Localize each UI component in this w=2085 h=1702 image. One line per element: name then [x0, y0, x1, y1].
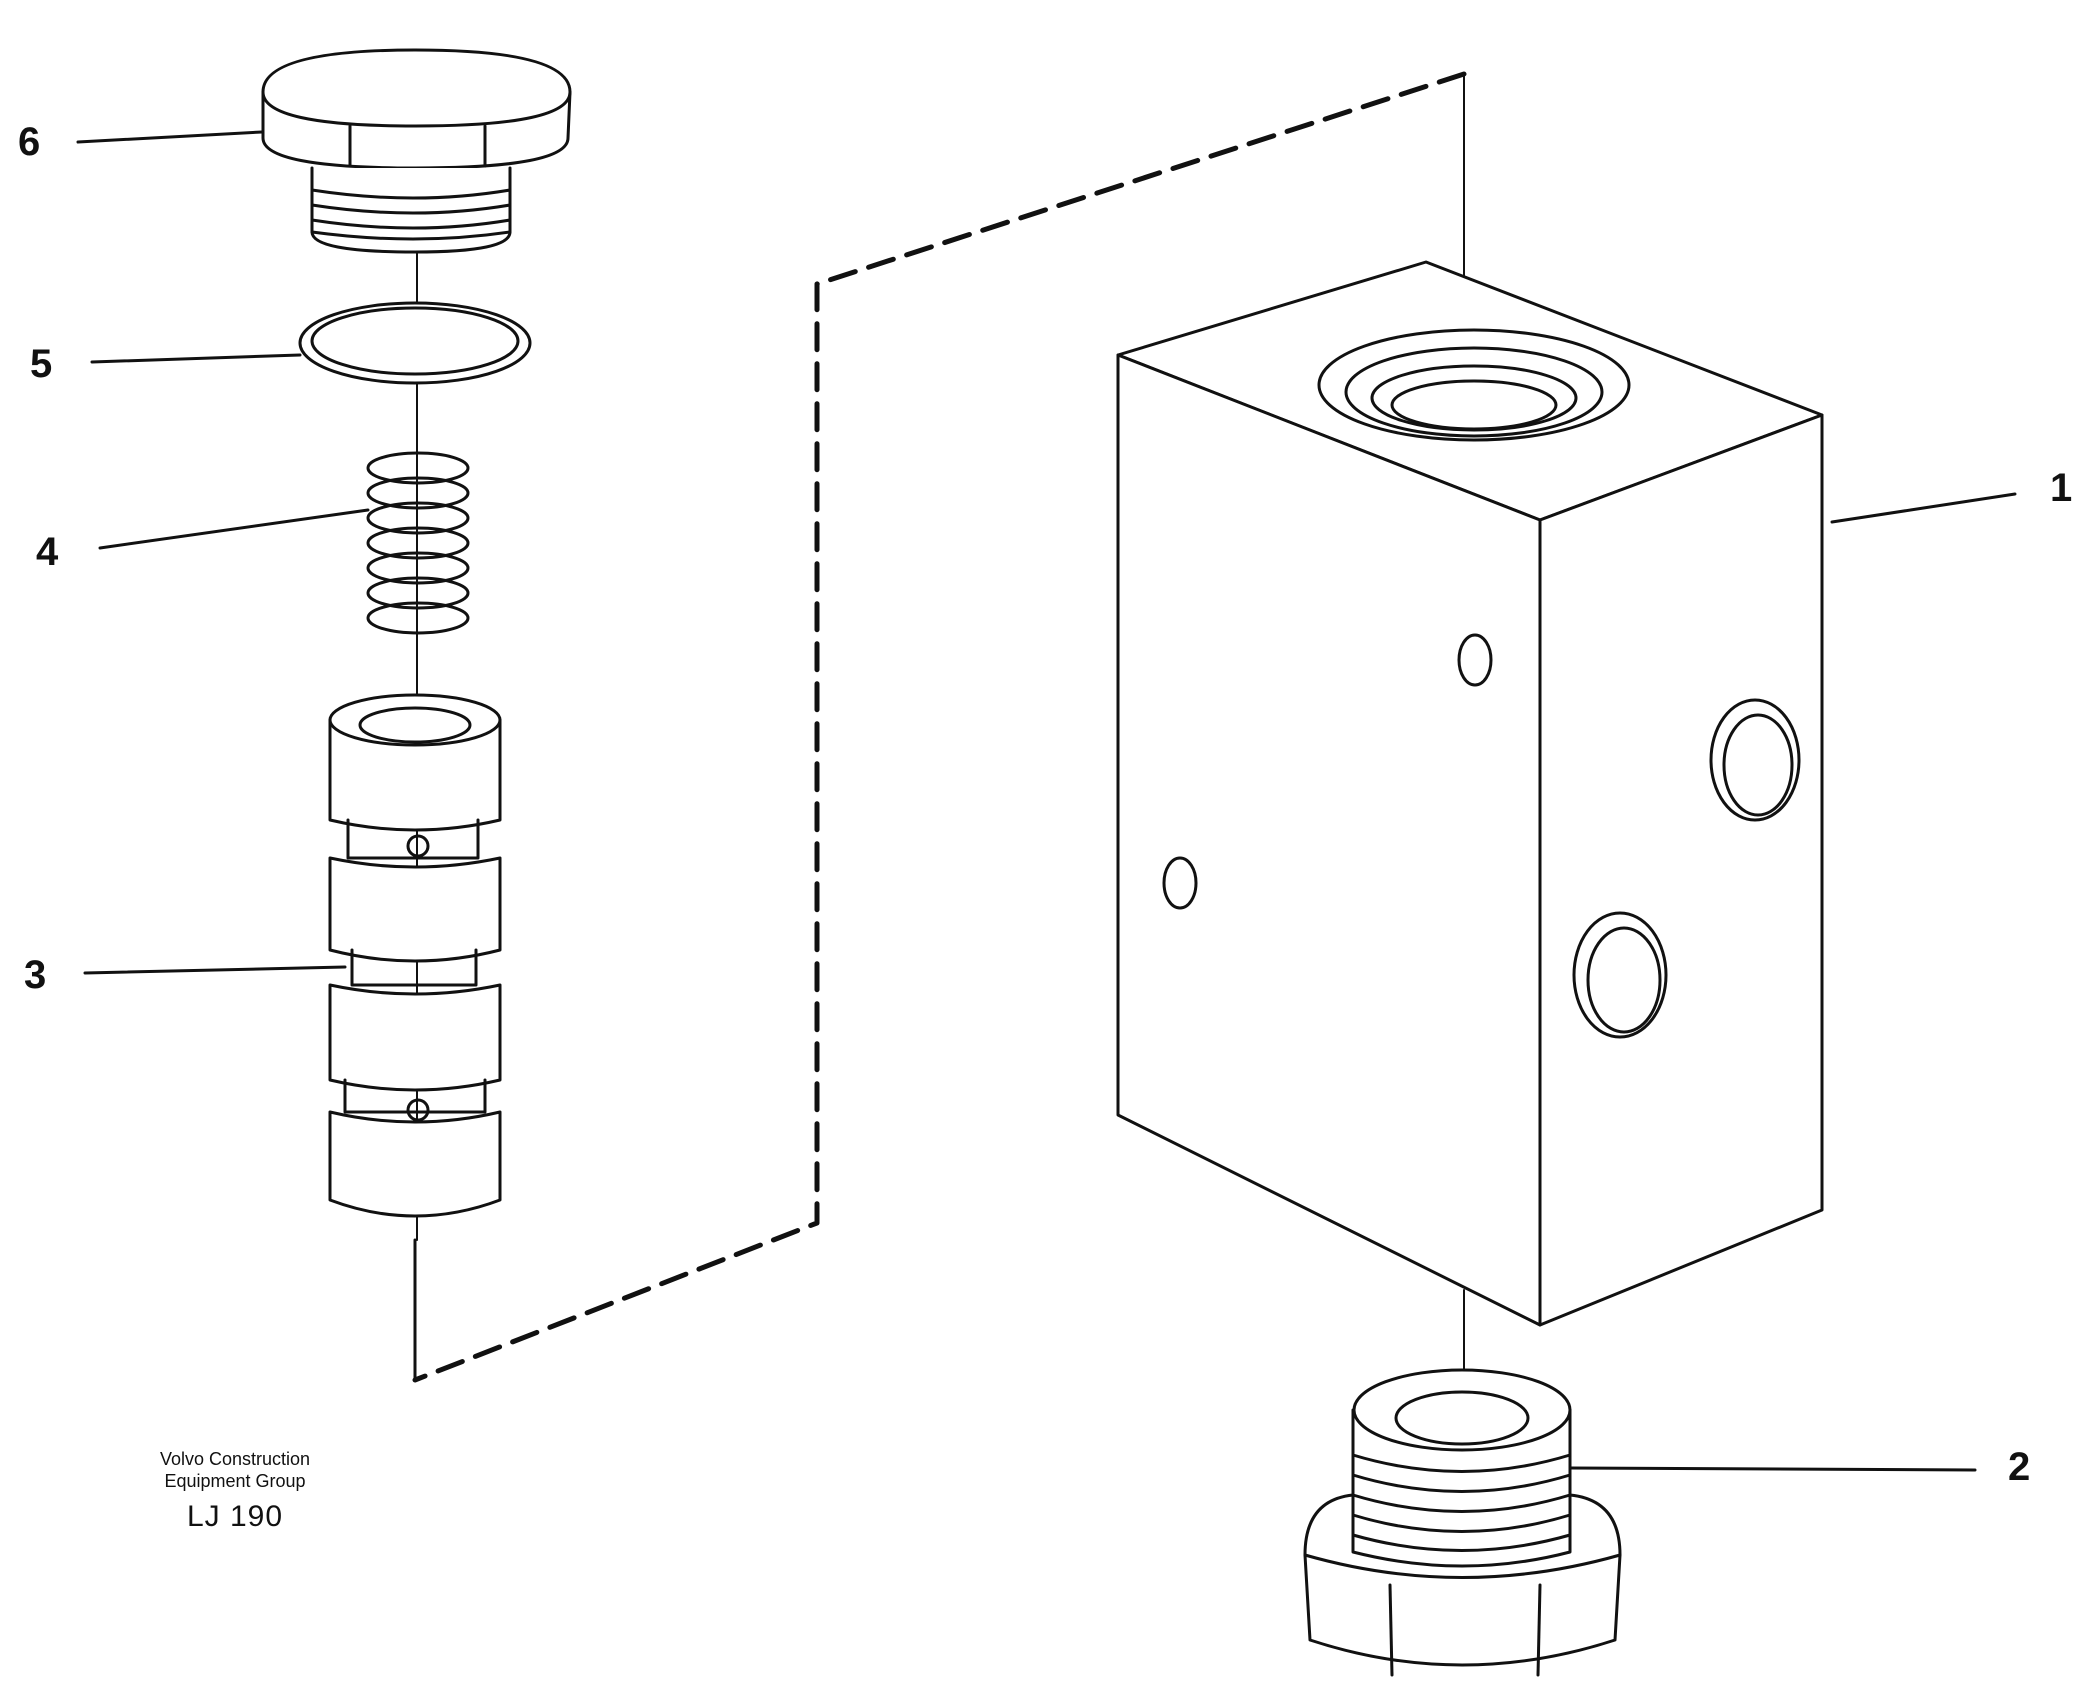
part-2-plug [1303, 1368, 1622, 1677]
credit-group-line: Equipment Group [164, 1471, 306, 1491]
drawing-code: LJ 190 [186, 1500, 284, 1533]
credit-block: Volvo Construction Equipment Group LJ 19… [120, 1448, 350, 1534]
part-4-spring [366, 451, 470, 635]
part-6-plug [261, 48, 572, 254]
part-1-valve-block [1116, 260, 1824, 1327]
callout-3: 3 [24, 953, 47, 997]
callout-6: 6 [18, 120, 41, 164]
leader-line-2 [1568, 1466, 1977, 1472]
dashed-assembly-line [412, 71, 1467, 1383]
leader-line-6 [76, 130, 264, 144]
leader-line-1 [1830, 492, 2017, 524]
credit-company-line: Volvo Construction [159, 1449, 311, 1469]
leader-line-3 [83, 965, 347, 975]
callout-1: 1 [2050, 466, 2073, 510]
part-5-o-ring [298, 301, 532, 385]
part-3-spool [328, 693, 502, 1218]
callout-5: 5 [30, 342, 53, 386]
callout-4: 4 [36, 530, 59, 574]
leader-line-5 [90, 353, 302, 364]
leader-line-4 [98, 508, 370, 550]
callout-2: 2 [2008, 1445, 2031, 1489]
